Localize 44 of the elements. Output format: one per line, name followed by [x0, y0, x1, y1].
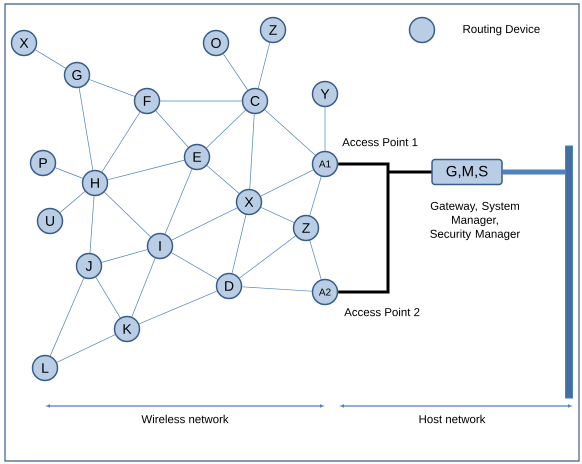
- link-line: [90, 196, 94, 254]
- connector-line: [502, 170, 565, 174]
- link-line: [206, 165, 240, 194]
- link-line: [96, 276, 121, 318]
- node-caption: Access Point 2: [344, 308, 420, 316]
- link-line: [35, 50, 66, 68]
- link-line: [309, 176, 322, 216]
- link-line: [239, 236, 296, 278]
- link-line: [242, 286, 312, 292]
- link-line: [102, 112, 140, 172]
- gateway-box: G,M,S: [431, 158, 503, 186]
- link-line: [155, 110, 189, 148]
- link-line: [260, 207, 294, 223]
- link-line: [309, 240, 322, 280]
- link-line: [108, 160, 185, 180]
- link-line: [78, 88, 94, 170]
- network-label: Host network: [420, 414, 486, 424]
- link-line: [104, 192, 151, 238]
- link-line: [223, 54, 248, 90]
- link-line: [258, 42, 270, 88]
- link-line: [172, 208, 238, 240]
- link-line: [56, 334, 116, 363]
- link-line: [138, 290, 218, 324]
- link-line: [232, 214, 246, 274]
- link-line: [50, 278, 84, 356]
- link-line: [55, 167, 83, 179]
- link-line: [264, 110, 316, 156]
- link-line: [249, 114, 255, 190]
- link-line: [132, 258, 156, 318]
- link-line: [206, 110, 246, 148]
- node-caption: Access Point 1: [342, 138, 418, 146]
- link-line: [164, 168, 192, 234]
- legend-label: Routing Device: [463, 24, 540, 36]
- network-label: Wireless network: [141, 414, 229, 424]
- connector-line: [338, 170, 432, 294]
- link-line: [89, 79, 135, 97]
- link-line: [160, 100, 242, 102]
- link-line: [260, 170, 314, 196]
- link-line: [171, 252, 218, 280]
- link-line: [101, 249, 148, 263]
- link-line: [60, 191, 86, 213]
- host-bus-bar: [565, 146, 573, 398]
- link-line: [324, 106, 326, 152]
- node-caption: Gateway, System Manager, Security Manager: [430, 202, 520, 240]
